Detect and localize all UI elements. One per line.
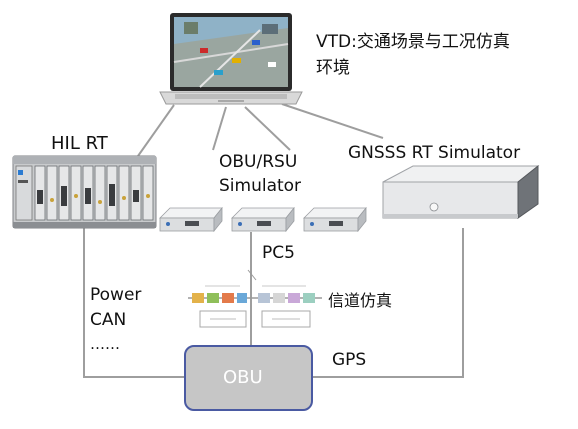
gnss-simulator-icon: [382, 164, 540, 219]
laptop-to-rsu-line: [244, 106, 291, 151]
power-label: Power: [90, 285, 142, 305]
obu-box: [184, 345, 313, 411]
laptop-to-hil-line: [137, 104, 175, 157]
vtd-label-line-1: VTD:交通场景与工况仿真: [316, 32, 510, 52]
laptop-icon: [159, 13, 303, 105]
gps-label: GPS: [332, 350, 367, 370]
channel-simulation-label: 信道仿真: [328, 291, 393, 310]
hil-to-obu-line: [83, 226, 185, 378]
simulator-box-1-icon: [159, 206, 223, 233]
hil-rt-chassis-icon: [12, 155, 157, 229]
laptop-to-gnss-line: [281, 103, 384, 139]
can-label: CAN: [90, 310, 127, 330]
simulator-box-3-icon: [303, 206, 367, 233]
laptop-to-obu-rsu-line: [212, 106, 227, 151]
obu-label: OBU: [223, 367, 263, 388]
simulator-box-2-icon: [231, 206, 295, 233]
obu-rsu-label-line-1: OBU/RSU: [219, 152, 298, 172]
obu-rsu-label-line-2: Simulator: [219, 176, 302, 196]
vtd-label-line-2: 环境: [316, 58, 350, 78]
ellipsis-label: ……: [90, 335, 120, 353]
gnss-to-obu-line: [312, 228, 464, 378]
gnss-simulator-label: GNSSS RT Simulator: [348, 143, 521, 163]
pc5-label: PC5: [262, 243, 295, 263]
connector-lines: [83, 103, 464, 378]
channel-diagram-icon: [188, 269, 322, 328]
hil-rt-label: HIL RT: [51, 133, 108, 154]
